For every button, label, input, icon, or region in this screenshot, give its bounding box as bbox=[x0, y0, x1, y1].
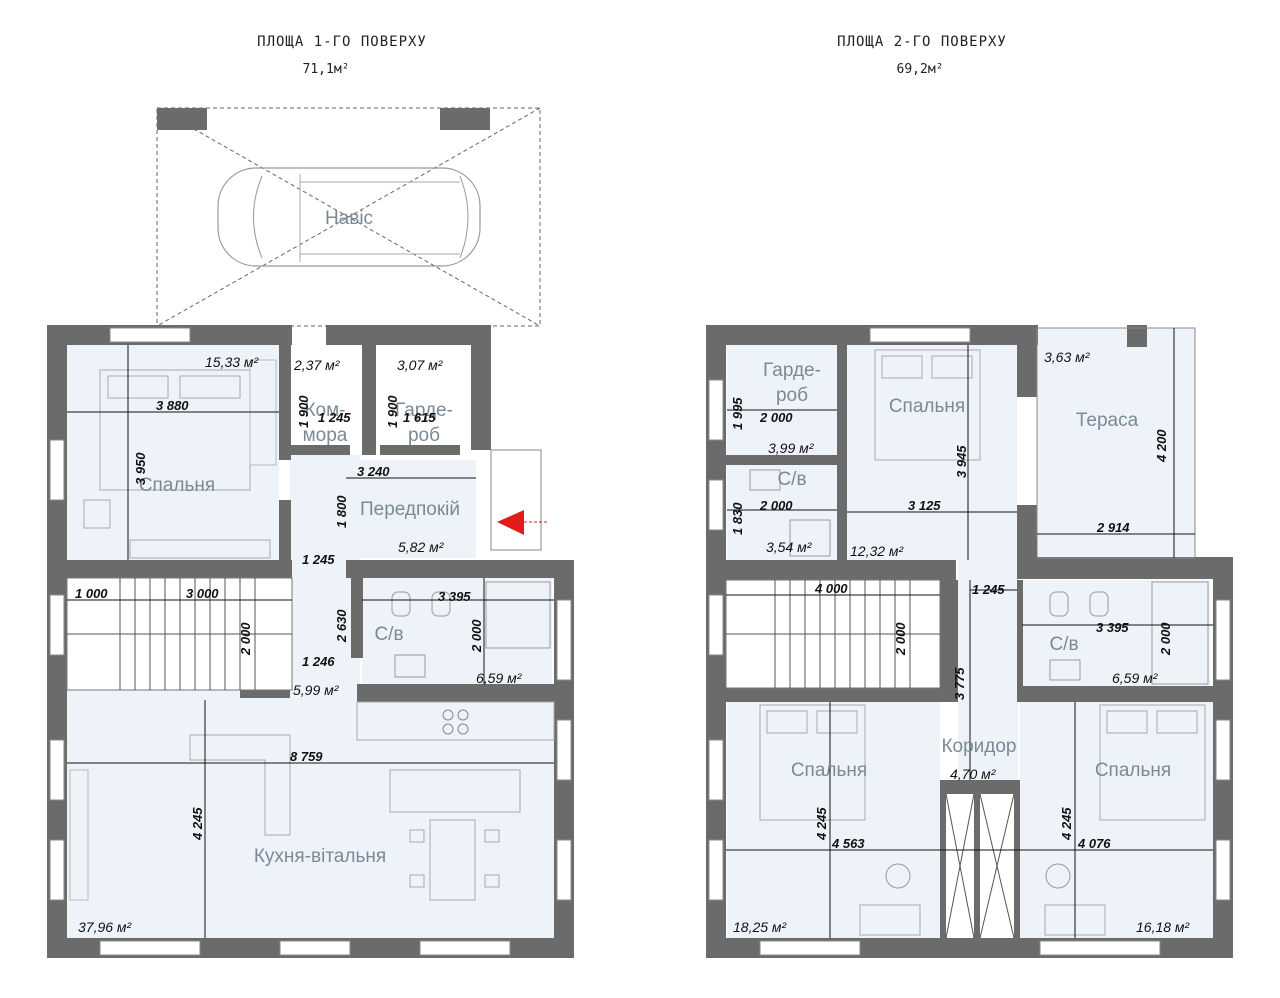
canopy-post bbox=[157, 108, 207, 130]
area-pantry: 2,37 м² bbox=[293, 357, 341, 373]
dim: 1 245 bbox=[302, 552, 335, 567]
dim: 3 125 bbox=[908, 498, 941, 513]
room-label-bath: С/в bbox=[374, 624, 403, 645]
area-corridor: 5,99 м² bbox=[293, 682, 340, 698]
dim: 3 880 bbox=[156, 398, 189, 413]
dim: 2 000 bbox=[759, 410, 793, 425]
stairs-icon bbox=[66, 577, 293, 691]
dim: 3 240 bbox=[357, 464, 390, 479]
dim: 3 395 bbox=[438, 589, 471, 604]
dim: 2 914 bbox=[1096, 520, 1130, 535]
dim: 1 900 bbox=[296, 395, 311, 428]
room-label-corridor: Коридор bbox=[941, 736, 1016, 757]
area-wardrobe: 3,99 м² bbox=[768, 440, 815, 456]
room-label-bath: С/в bbox=[1049, 634, 1078, 655]
room-label-terrace: Тераса bbox=[1076, 410, 1139, 431]
canopy-post bbox=[440, 108, 490, 130]
room-label-hall: Передпокій bbox=[360, 499, 460, 520]
dim: 4 245 bbox=[1059, 807, 1074, 841]
dim: 4 245 bbox=[190, 807, 205, 841]
area-wc: 3,54 м² bbox=[766, 539, 813, 555]
area-terrace: 3,63 м² bbox=[1044, 349, 1091, 365]
dim: 1 900 bbox=[385, 395, 400, 428]
area-bedroom-top: 12,32 м² bbox=[850, 543, 905, 559]
room-label-wardrobe-1: Гарде- bbox=[763, 360, 821, 381]
bed-icon bbox=[759, 704, 866, 821]
dim: 1 615 bbox=[403, 410, 436, 425]
room-label-wc: С/в bbox=[777, 469, 806, 490]
bed-icon bbox=[874, 349, 981, 461]
dim: 1 800 bbox=[334, 495, 349, 528]
area-bedroom-left: 18,25 м² bbox=[733, 919, 788, 935]
area-bath: 6,59 м² bbox=[1112, 670, 1159, 686]
dim: 4 076 bbox=[1077, 836, 1111, 851]
room-label-pantry-1: Ком- bbox=[304, 400, 345, 421]
dim: 2 000 bbox=[759, 498, 793, 513]
dim: 3 395 bbox=[1096, 620, 1129, 635]
room-label-bedroom-left: Спальня bbox=[791, 760, 867, 781]
floor2-area: 69,2м² bbox=[896, 62, 944, 77]
area-wardrobe: 3,07 м² bbox=[397, 357, 444, 373]
room-label-bedroom: Спальня bbox=[139, 475, 215, 496]
area-hall: 5,82 м² bbox=[398, 539, 445, 555]
dim: 4 000 bbox=[814, 581, 848, 596]
dim: 4 245 bbox=[814, 807, 829, 841]
floor1-area: 71,1м² bbox=[302, 62, 350, 77]
area-bedroom-right: 16,18 м² bbox=[1136, 919, 1191, 935]
dim: 1 000 bbox=[75, 586, 108, 601]
room-label-pantry-2: мора bbox=[303, 425, 348, 446]
floor1-plan: Навіс bbox=[47, 107, 574, 958]
room-label-wardrobe-2: роб bbox=[408, 425, 440, 446]
dim: 2 000 bbox=[238, 622, 253, 656]
area-kitchen: 37,96 м² bbox=[78, 919, 133, 935]
dim: 2 000 bbox=[1158, 622, 1173, 656]
dim: 1 830 bbox=[730, 502, 745, 535]
dim: 8 759 bbox=[290, 749, 323, 764]
entrance-arrow-icon bbox=[497, 510, 524, 535]
floor2-plan: Гарде- роб Спальня Тераса С/в С/в Коридо… bbox=[706, 325, 1233, 958]
dim: 4 563 bbox=[831, 836, 865, 851]
area-bath: 6,59 м² bbox=[476, 670, 523, 686]
dim: 4 200 bbox=[1154, 429, 1169, 463]
floor2-title: ПЛОЩА 2-ГО ПОВЕРХУ bbox=[837, 34, 1007, 50]
floor1-title: ПЛОЩА 1-ГО ПОВЕРХУ bbox=[257, 34, 427, 50]
dim: 1 246 bbox=[302, 654, 335, 669]
dim: 2 630 bbox=[334, 609, 349, 643]
room-label-wardrobe-1: Гарде- bbox=[395, 400, 453, 421]
room-label-canopy: Навіс bbox=[325, 208, 373, 229]
room-label-bedroom-right: Спальня bbox=[1095, 760, 1171, 781]
stairs-icon bbox=[725, 579, 941, 689]
car-icon bbox=[217, 167, 481, 267]
room-label-wardrobe-2: роб bbox=[776, 385, 808, 406]
dim: 2 000 bbox=[469, 619, 484, 653]
dim: 1 995 bbox=[730, 397, 745, 430]
dim: 3 000 bbox=[186, 586, 219, 601]
dim: 1 245 bbox=[318, 410, 351, 425]
area-bedroom: 15,33 м² bbox=[205, 354, 260, 370]
dim: 3 950 bbox=[133, 452, 148, 485]
dim: 3 945 bbox=[954, 445, 969, 478]
room-label-bedroom-top: Спальня bbox=[889, 396, 965, 417]
bed-icon bbox=[1099, 704, 1206, 821]
area-corridor: 4,70 м² bbox=[950, 766, 997, 782]
room-label-kitchen: Кухня-вітальня bbox=[254, 846, 386, 867]
dim: 1 245 bbox=[972, 582, 1005, 597]
dim: 3 775 bbox=[952, 667, 967, 700]
dim: 2 000 bbox=[893, 622, 908, 656]
